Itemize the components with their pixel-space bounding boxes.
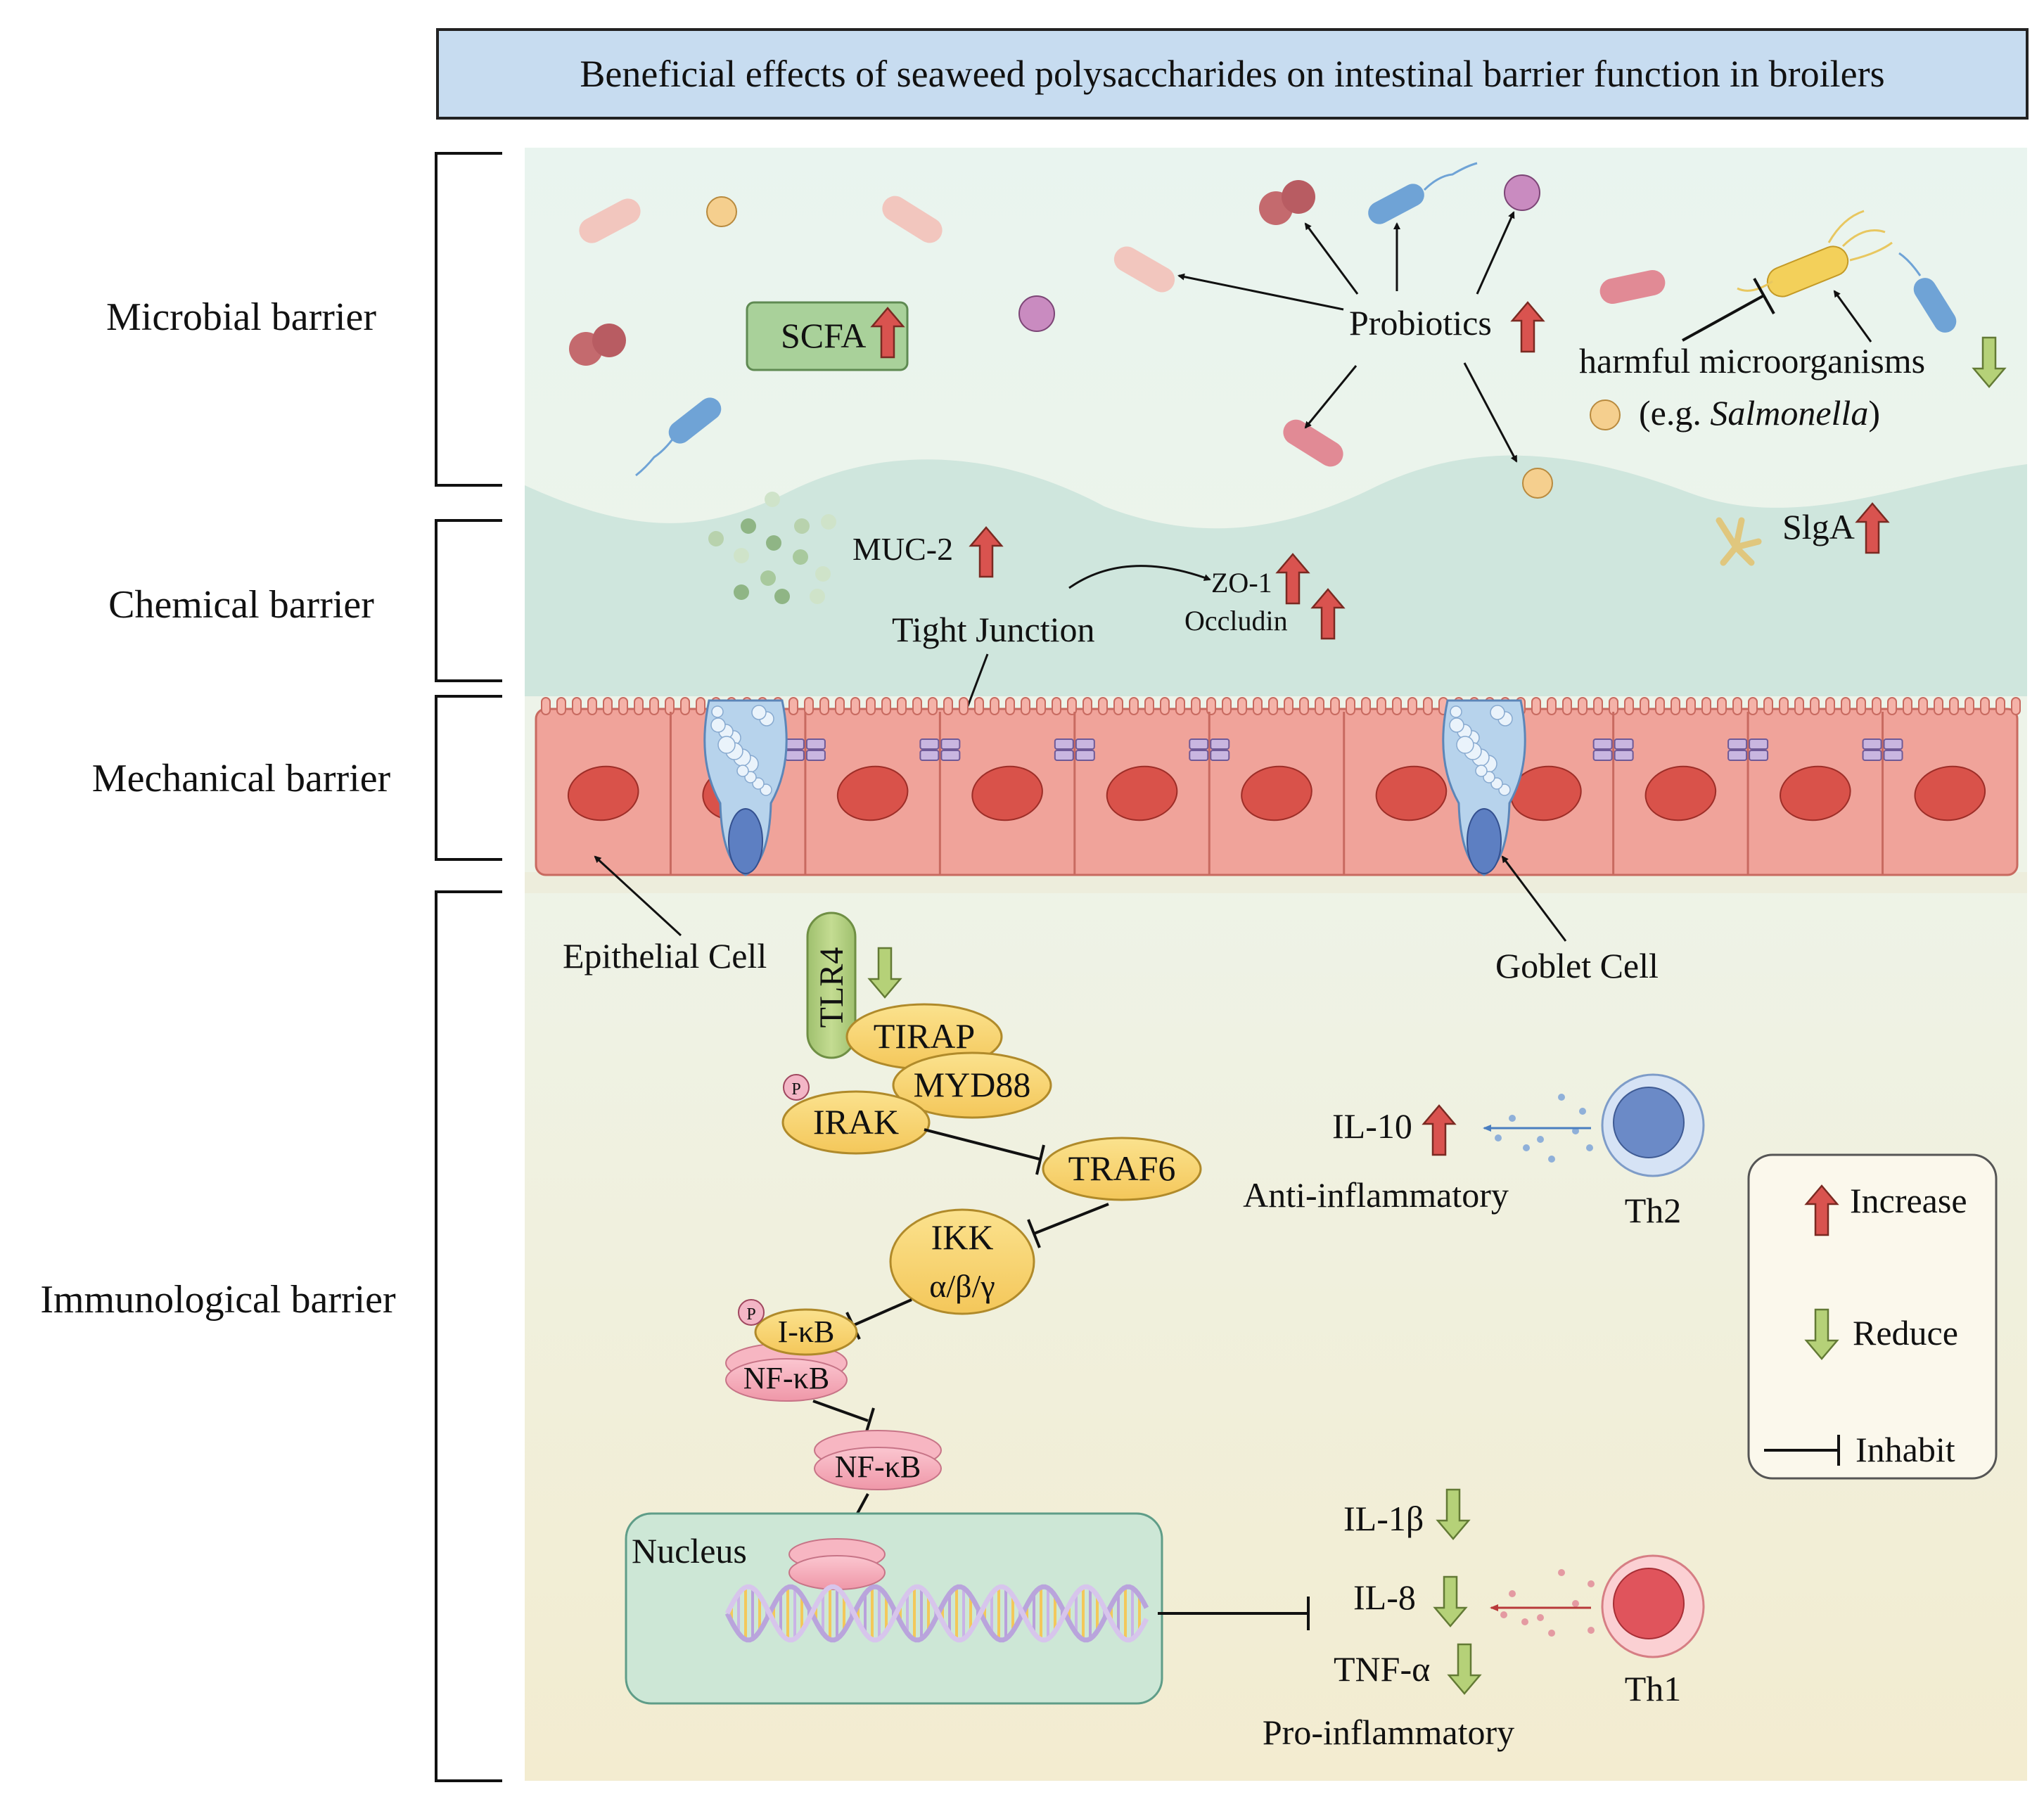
tnfa-label: TNF-α <box>1334 1649 1430 1689</box>
legend-reduce-label: Reduce <box>1853 1313 1958 1352</box>
legend-increase-label: Increase <box>1850 1181 1967 1220</box>
ikk-node: IKK α/β/γ <box>889 1208 1035 1315</box>
pro-inflammatory-label: Pro-inflammatory <box>1263 1713 1514 1752</box>
th1-secretion <box>1500 1569 1595 1637</box>
goblet-cell-pointer <box>1501 855 1567 942</box>
tight-junction-curve-arrow <box>1068 565 1211 589</box>
page-title: Beneficial effects of seaweed polysaccha… <box>580 53 1884 95</box>
myd88-label: MYD88 <box>914 1065 1031 1104</box>
muc2-label: MUC-2 <box>852 531 953 567</box>
chemical-barrier-label: Chemical barrier <box>108 583 374 627</box>
th1-label: Th1 <box>1625 1669 1682 1708</box>
nucleus: Nucleus <box>625 1512 1163 1705</box>
nfkb-complex-label: NF-κB <box>743 1361 829 1395</box>
microbial-barrier-label: Microbial barrier <box>106 295 376 339</box>
nfkb-free-node: NF-κB <box>814 1430 942 1490</box>
tight-junction-label: Tight Junction <box>892 610 1095 649</box>
scfa-label: SCFA <box>781 316 866 355</box>
tirap-label: TIRAP <box>874 1016 975 1056</box>
title-box: Beneficial effects of seaweed polysaccha… <box>436 28 2029 120</box>
mechanical-barrier-label: Mechanical barrier <box>92 757 391 800</box>
ikk-label: IKK <box>931 1217 994 1257</box>
siga-label: SlgA <box>1782 507 1855 546</box>
epithelium <box>535 697 2021 876</box>
mucin-granules <box>708 492 836 604</box>
epithelial-cell-label: Epithelial Cell <box>563 936 767 975</box>
anti-inflammatory-label: Anti-inflammatory <box>1243 1175 1509 1215</box>
irak-phospho-icon <box>783 1074 810 1101</box>
legend: Increase Reduce Inhabit <box>1747 1153 1998 1480</box>
mucus-layer <box>525 455 2027 696</box>
th1-cell: Th1 <box>1601 1554 1705 1708</box>
barrier-brackets <box>435 152 502 1782</box>
ikk-subunits-label: α/β/γ <box>929 1268 995 1304</box>
ikb-phospho-label: P <box>746 1305 755 1324</box>
salmonella-icon <box>1737 210 1893 298</box>
ikb-label: I-κB <box>778 1314 835 1349</box>
goblet-cell-label: Goblet Cell <box>1495 946 1659 985</box>
zo1-label: ZO-1 <box>1211 567 1272 599</box>
occludin-label: Occludin <box>1184 605 1288 636</box>
il10-label: IL-10 <box>1332 1106 1412 1146</box>
legend-inhabit-label: Inhabit <box>1855 1430 1955 1469</box>
ikb-node: I-κB P <box>738 1299 858 1356</box>
irak-phospho-label: P <box>791 1080 800 1099</box>
dna-icon <box>724 1584 1149 1643</box>
tlr4-label: TLR4 <box>813 947 850 1028</box>
nfkb-free-label: NF-κB <box>835 1450 921 1484</box>
myd88-node: MYD88 <box>892 1051 1052 1119</box>
irak-node: IRAK P <box>781 1074 931 1155</box>
siga-antibody-icon <box>1716 517 1762 566</box>
probiotics-arrows <box>1177 211 1872 463</box>
irak-traf6-inhibit <box>924 1128 1045 1175</box>
il8-label: IL-8 <box>1353 1578 1416 1617</box>
ikb-phospho-icon <box>738 1299 765 1326</box>
nucleus-label: Nucleus <box>632 1531 747 1570</box>
microbes <box>569 162 1957 499</box>
harmful-inhibit <box>1682 278 1775 342</box>
immunological-barrier-label: Immunological barrier <box>40 1278 396 1322</box>
irak-label: IRAK <box>813 1102 899 1141</box>
nucleus-cytokine-inhibit <box>1158 1597 1310 1630</box>
harmful-label: harmful microorganisms <box>1579 341 1925 380</box>
th2-label: Th2 <box>1625 1191 1682 1230</box>
th2-cell: Th2 <box>1601 1073 1705 1230</box>
traf6-label: TRAF6 <box>1068 1149 1176 1188</box>
traf6-ikk-inhibit <box>1027 1203 1109 1248</box>
tlr4-receptor: TLR4 <box>806 911 857 1059</box>
traf6-node: TRAF6 <box>1042 1137 1202 1201</box>
salmonella-example: (e.g. Salmonella) <box>1639 393 1880 433</box>
scfa-box: SCFA <box>746 301 909 371</box>
probiotics-label: Probiotics <box>1349 303 1492 343</box>
il1b-label: IL-1β <box>1343 1499 1424 1538</box>
epithelial-cell-pointer <box>594 855 682 937</box>
